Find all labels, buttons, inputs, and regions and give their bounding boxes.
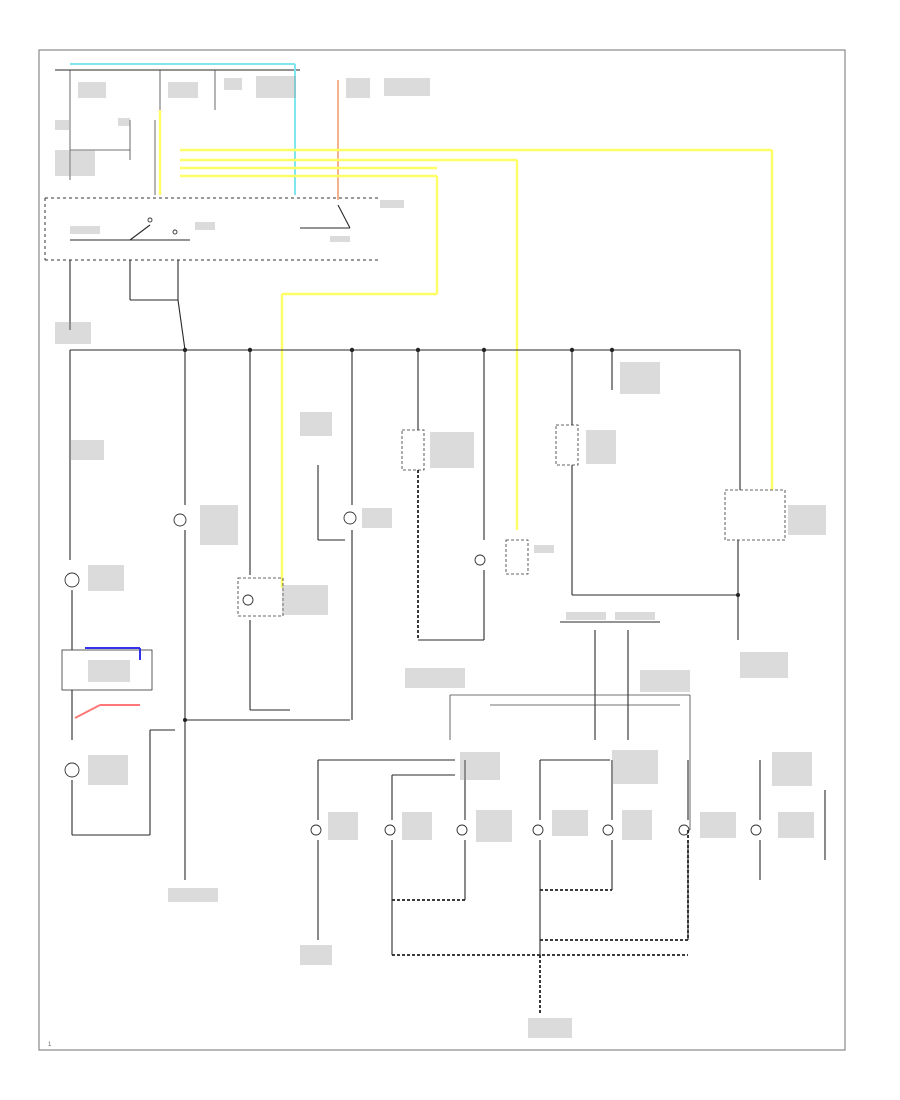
bottom-components [300,750,826,965]
fuse-relay-box [55,63,339,200]
page-number: 1 [48,1042,52,1048]
branch-484 [474,350,554,640]
diagram-border [38,49,846,1051]
module-section [449,612,691,830]
branch-418 [401,350,484,688]
main-bus [55,260,740,353]
branch-185 [168,350,350,902]
yellow-circuit [158,110,774,588]
branch-572 [555,350,738,596]
branch-352 [300,350,392,720]
annotation-blocks [55,76,430,208]
right-relay [724,350,826,678]
switch-section [44,197,380,261]
branch-250 [237,350,328,711]
ground-bus [392,830,689,1038]
left-branch [61,350,175,836]
